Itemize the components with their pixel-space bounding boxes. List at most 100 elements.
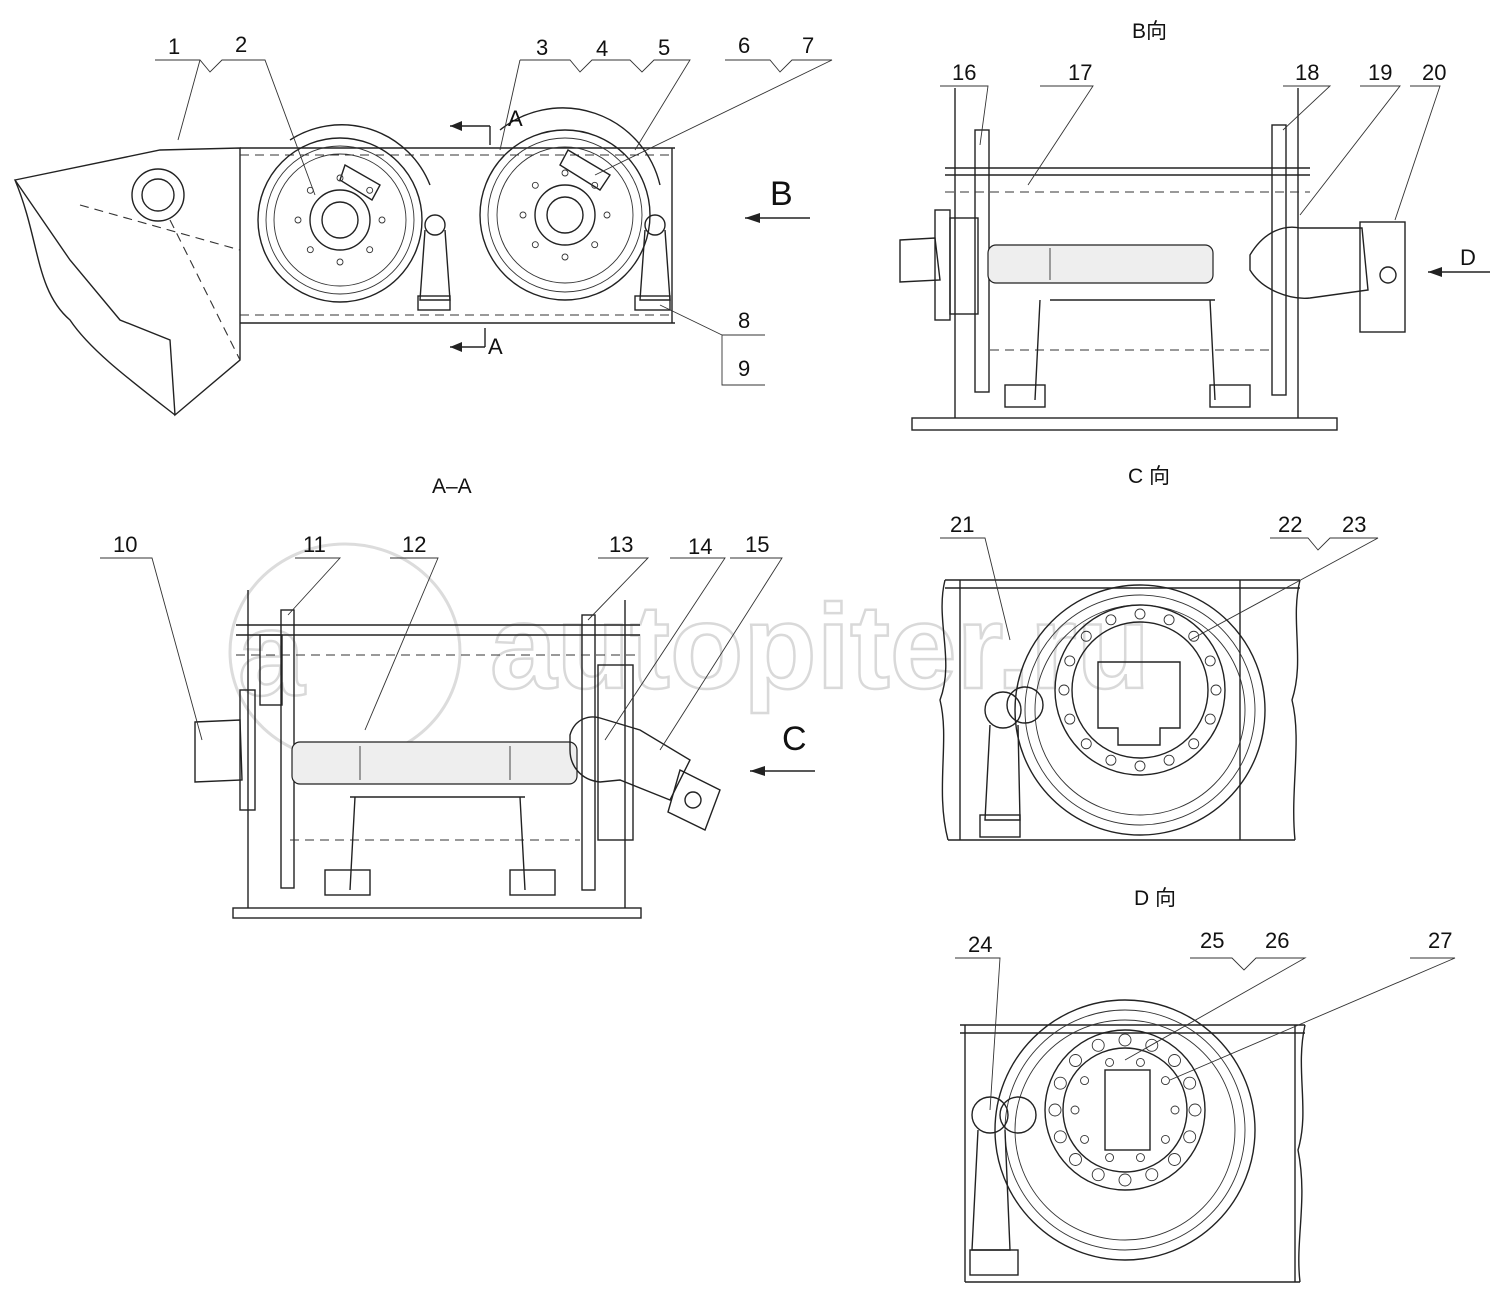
bolt-hole [1105, 614, 1117, 626]
callout-27: 27 [1428, 928, 1452, 953]
callout-20: 20 [1422, 60, 1446, 85]
bolt-hole [1188, 738, 1200, 750]
bolt-hole [561, 253, 569, 261]
bolt-hole [1105, 1057, 1114, 1067]
bolt-hole [1188, 1103, 1202, 1117]
bolt-hole [306, 246, 314, 254]
bolt-hole [1136, 1057, 1145, 1067]
bolt-hole [591, 241, 599, 249]
callout-21: 21 [950, 512, 974, 537]
bolt-hole [306, 186, 314, 194]
callout-1: 1 [168, 34, 180, 59]
bolt-hole [1163, 754, 1175, 766]
callout-17: 17 [1068, 60, 1092, 85]
callout-3: 3 [536, 35, 548, 60]
bolt-hole [531, 241, 539, 249]
callout-14: 14 [688, 534, 712, 559]
pivot-ring [131, 168, 185, 222]
bolt-hole [336, 174, 344, 182]
view-arrow-d: D [1460, 245, 1476, 270]
bolt-hole [1168, 1153, 1181, 1166]
bolt-hole [519, 211, 527, 219]
bolt-hole [1170, 1105, 1180, 1115]
bolt-hole [591, 181, 599, 189]
bolt-hole [1204, 655, 1216, 667]
watermark: a autopiter.ru [228, 542, 1151, 762]
callout-7: 7 [802, 33, 814, 58]
bolt-hole [1134, 608, 1146, 620]
bolt-hole [1080, 1076, 1089, 1086]
view-d-title: D 向 [1134, 887, 1176, 910]
callout-15: 15 [745, 532, 769, 557]
base-plate-aa [232, 907, 642, 919]
view-b: B向 D [899, 20, 1490, 431]
side-view: A A B [13, 59, 833, 417]
bolt-hole [294, 216, 302, 224]
view-d: D 向 [955, 887, 1456, 1283]
bolt-hole [1183, 1076, 1197, 1090]
callout-23: 23 [1342, 512, 1366, 537]
callout-11: 11 [303, 532, 326, 557]
callout-13: 13 [609, 532, 633, 557]
bolt-hole [1064, 655, 1076, 667]
bolt-hole [1136, 1153, 1145, 1163]
section-aa-title: A–A [432, 475, 472, 498]
callout-9: 9 [738, 356, 750, 381]
bolt-hole [1210, 684, 1222, 696]
view-arrow-b: B [770, 175, 793, 213]
bolt-hole [1053, 1130, 1067, 1144]
section-aa: A–A C [100, 475, 815, 919]
bolt-hole [336, 258, 344, 266]
callout-26: 26 [1265, 928, 1289, 953]
callout-25: 25 [1200, 928, 1224, 953]
base-plate-b [911, 417, 1338, 431]
view-b-title: B向 [1132, 20, 1167, 43]
bolt-hole [531, 181, 539, 189]
bolt-hole [1053, 1076, 1067, 1090]
left-bracket [13, 147, 241, 417]
view-arrow-c: C [782, 720, 807, 758]
bolt-hole [1069, 1054, 1082, 1067]
bolt-hole [1118, 1173, 1132, 1187]
callout-6: 6 [738, 33, 750, 58]
bolt-hole [1145, 1038, 1159, 1052]
bolt-hole [1183, 1130, 1197, 1144]
left-bracket-wave [14, 179, 176, 416]
callout-10: 10 [113, 532, 137, 557]
callout-18: 18 [1295, 60, 1319, 85]
bolt-hole [378, 216, 386, 224]
bolt-hole [1118, 1033, 1132, 1047]
callout-12: 12 [402, 532, 426, 557]
watermark-text: autopiter.ru [490, 580, 1150, 714]
bolt-hole [1145, 1168, 1159, 1182]
callout-19: 19 [1368, 60, 1392, 85]
callout-8: 8 [738, 308, 750, 333]
bolt-hole [1069, 1153, 1082, 1166]
bolt-holes [294, 169, 1222, 1187]
bolt-hole [1188, 630, 1200, 642]
bolt-hole [603, 211, 611, 219]
callout-4: 4 [596, 36, 608, 61]
bolt-hole [1070, 1105, 1080, 1115]
drum-2 [479, 107, 671, 311]
view-c-title: C 向 [1128, 465, 1170, 488]
bolt-hole [1064, 713, 1076, 725]
callout-16: 16 [952, 60, 976, 85]
section-arrow-a-top: A [508, 106, 523, 131]
drum-1 [257, 124, 451, 311]
callout-24: 24 [968, 932, 992, 957]
callout-22: 22 [1278, 512, 1302, 537]
bolt-hole [1105, 1153, 1114, 1163]
section-arrow-a-bottom: A [488, 334, 503, 359]
bolt-hole [1168, 1054, 1181, 1067]
pivot-hole [141, 178, 175, 212]
callout-2: 2 [235, 32, 247, 57]
bolt-hole [1091, 1168, 1105, 1182]
bolt-hole [1161, 1134, 1170, 1144]
bolt-hole [1080, 630, 1092, 642]
bolt-hole [1105, 754, 1117, 766]
bolt-hole [366, 246, 374, 254]
bolt-hole [1134, 760, 1146, 772]
bolt-hole [1204, 713, 1216, 725]
